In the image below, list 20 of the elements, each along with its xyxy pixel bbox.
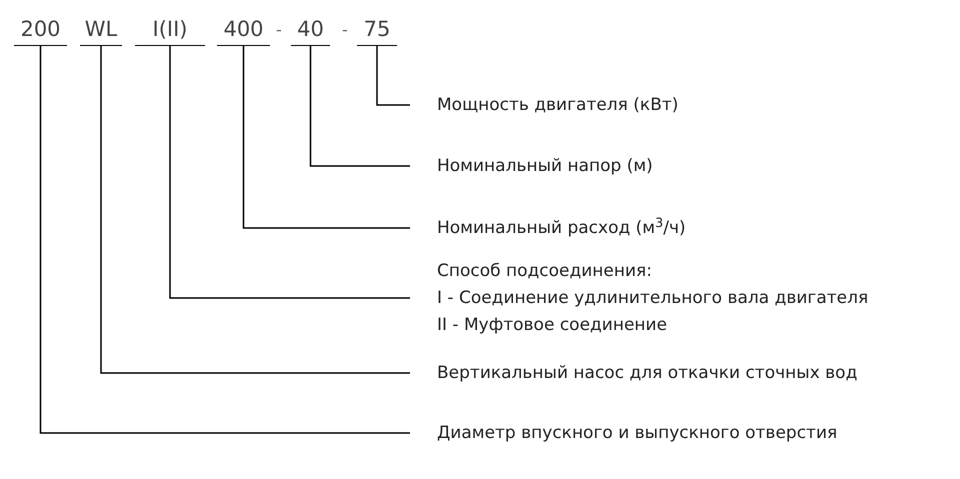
code-segment: 400 (217, 16, 270, 46)
code-segment: I(II) (135, 16, 205, 46)
description-text: Способ подсоединения: I - Соединение удлинительного вала двигателя II - Муфтовое соединение (410, 258, 960, 339)
leader-line (40, 46, 410, 434)
separator-dash: - (342, 19, 348, 41)
code-segment: 200 (14, 16, 67, 46)
separator-dash: - (276, 19, 282, 41)
description-text: Диаметр впускного и выпускного отверстия (410, 420, 960, 447)
description-text: Вертикальный насос для откачки сточных вод (410, 360, 960, 387)
code-segment: 40 (291, 16, 330, 46)
leader-line (100, 46, 410, 374)
description-text: Номинальный расход (м$^{3}$/ч) (410, 215, 960, 242)
leader-line (242, 46, 410, 229)
code-segment: WL (80, 16, 122, 46)
leader-line (169, 46, 410, 299)
description-text: Номинальный напор (м) (410, 153, 960, 180)
code-segment: 75 (357, 16, 397, 46)
leader-line (376, 46, 410, 106)
description-text: Мощность двигателя (кВт) (410, 92, 960, 119)
leader-line (310, 46, 410, 167)
